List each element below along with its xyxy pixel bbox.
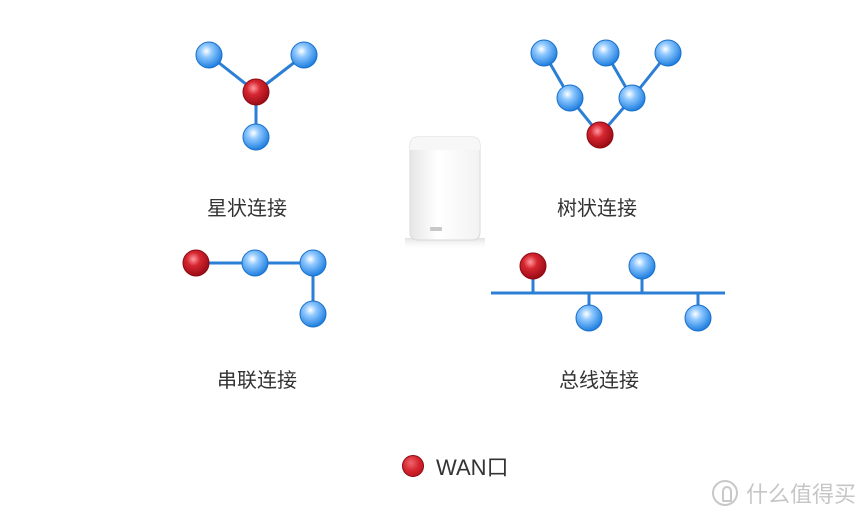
watermark-logo-icon <box>711 480 738 506</box>
star-node-3 <box>242 123 270 151</box>
router-body <box>409 136 481 241</box>
star-label: 星状连接 <box>207 196 287 220</box>
tree-label: 树状连接 <box>557 196 637 220</box>
star-topology <box>195 41 318 151</box>
bus-topology <box>491 252 725 332</box>
wan-legend-icon <box>402 455 424 477</box>
router-device <box>405 136 485 250</box>
star-node-1 <box>195 41 223 69</box>
series-node-1 <box>241 249 269 277</box>
tree-wan-node <box>586 121 614 149</box>
series-node-3 <box>299 300 327 328</box>
series-wan-node <box>182 249 210 277</box>
bus-node-3 <box>684 304 712 332</box>
series-node-2 <box>299 249 327 277</box>
bus-wan-node <box>519 252 547 280</box>
tree-node-3 <box>654 39 682 67</box>
star-node-2 <box>290 41 318 69</box>
legend: WAN口 <box>402 450 509 482</box>
series-topology <box>182 249 327 328</box>
bus-node-1 <box>628 252 656 280</box>
router-logo-icon <box>430 227 442 231</box>
tree-node-2 <box>592 39 620 67</box>
star-wan-node <box>242 78 270 106</box>
router-top <box>410 137 480 150</box>
bus-node-2 <box>575 304 603 332</box>
watermark-text: 什么值得买 <box>745 483 856 508</box>
router-shadow <box>405 238 485 250</box>
legend-label: WAN口 <box>436 455 509 480</box>
tree-node-1 <box>530 39 558 67</box>
tree-topology <box>530 39 682 149</box>
tree-node-5 <box>618 84 646 112</box>
series-label: 串联连接 <box>217 368 297 392</box>
watermark: 什么值得买 <box>711 477 856 509</box>
tree-node-4 <box>556 84 584 112</box>
bus-label: 总线连接 <box>559 368 639 392</box>
